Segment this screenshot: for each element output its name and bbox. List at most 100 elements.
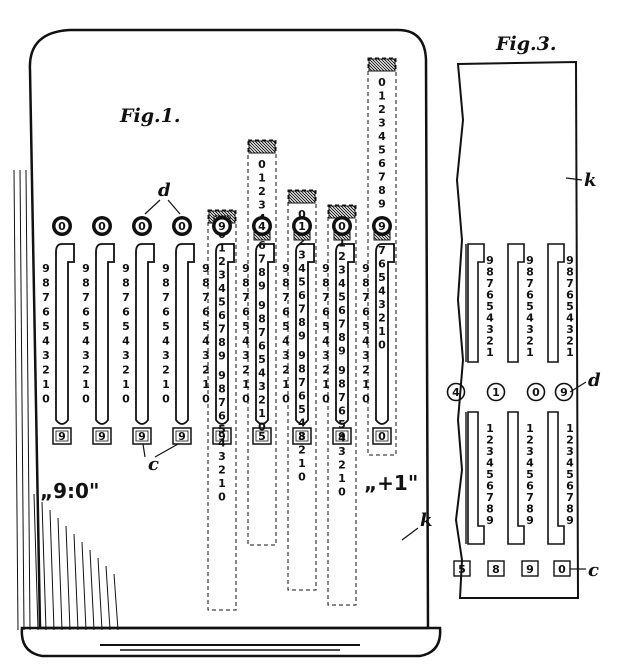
scale-digit: 6 <box>162 306 170 319</box>
setting-knob: 0 <box>52 216 72 236</box>
setting-knob: 4 <box>252 216 272 236</box>
knob-digit: 0 <box>338 220 346 233</box>
fig3-setting-knob: 4 <box>446 382 466 402</box>
fig3-scale-digit: 2 <box>526 434 534 447</box>
fig3-scale-digit: 8 <box>566 266 574 279</box>
strip-digit: 4 <box>338 277 346 290</box>
fig3-scale-digit: 5 <box>566 468 574 481</box>
strip-digit: 1 <box>338 237 346 250</box>
scale-digit: 3 <box>122 349 130 362</box>
result-window: 9 <box>92 427 112 445</box>
result-window: 9 <box>132 427 152 445</box>
strip-digit: 6 <box>258 239 266 252</box>
scale-digit: 1 <box>82 378 90 391</box>
scale-digit: 9 <box>282 262 290 275</box>
scale-digit: 9 <box>362 262 370 275</box>
strip-digit: 6 <box>338 304 346 317</box>
scale-digit: 5 <box>202 320 210 333</box>
fig3-scale-digit: 8 <box>526 503 534 516</box>
strip-digit: 1 <box>378 90 386 103</box>
scale-digit: 3 <box>82 349 90 362</box>
scale-digit: 1 <box>162 378 170 391</box>
scale-digit: 7 <box>162 291 170 304</box>
strip-digit: 2 <box>258 394 266 407</box>
setting-knob: 9 <box>212 216 232 236</box>
scale-digit: 6 <box>42 306 50 319</box>
fig3-window-digit: 9 <box>526 563 534 576</box>
strip-digit: 0 <box>298 208 306 221</box>
strip-digit: 4 <box>298 417 306 430</box>
knob-digit: 9 <box>218 220 226 233</box>
strip-digit: 3 <box>298 249 306 262</box>
setting-knob: 0 <box>172 216 192 236</box>
scale-digit: 2 <box>82 364 90 377</box>
strip-digit: 6 <box>378 258 386 271</box>
knob-digit: 4 <box>258 220 266 233</box>
scale-digit: 6 <box>362 306 370 319</box>
fig3-scale-digit: 4 <box>486 457 494 470</box>
strip-digit: 9 <box>258 280 266 293</box>
scale-digit: 9 <box>162 262 170 275</box>
strip-digit: 9 <box>338 345 346 358</box>
fig3-scale-digit: 5 <box>566 300 574 313</box>
strip-digit: 8 <box>258 313 266 326</box>
scale-digit: 0 <box>122 393 130 406</box>
scale-digit: 5 <box>162 320 170 333</box>
scale-digit: 4 <box>322 335 330 348</box>
fig3-label-d: d <box>588 370 601 391</box>
strip-digit: 1 <box>218 242 226 255</box>
fig3-scale-digit: 1 <box>526 422 534 435</box>
setting-knob: 9 <box>372 216 392 236</box>
fig3-setting-knob: 9 <box>554 382 574 402</box>
strip-digit: 0 <box>258 158 266 171</box>
figure-1: Fig.1. 012345678998765432100123456789987… <box>13 28 442 658</box>
scale-digit: 2 <box>122 364 130 377</box>
strip-digit: 6 <box>218 309 226 322</box>
fig3-result-window: 8 <box>487 560 505 577</box>
strip-digit: 2 <box>258 185 266 198</box>
window-digit: 0 <box>378 430 386 443</box>
strip-digit: 4 <box>338 432 346 445</box>
scale-digit: 6 <box>242 306 250 319</box>
scale-digit: 7 <box>82 291 90 304</box>
strip-digit: 4 <box>298 262 306 275</box>
scale-digit: 2 <box>362 364 370 377</box>
strip-digit: 3 <box>378 298 386 311</box>
fig1-base <box>20 626 442 658</box>
window-digit: 9 <box>58 430 66 443</box>
strip-digit: 7 <box>338 391 346 404</box>
strip-digit: 2 <box>218 255 226 268</box>
fig3-scale-digit: 6 <box>486 289 494 302</box>
strip-digit: 9 <box>218 350 226 363</box>
fig3-scale-digit: 3 <box>566 445 574 458</box>
scale-digit: 3 <box>42 349 50 362</box>
scale-digit: 2 <box>162 364 170 377</box>
strip-digit: 8 <box>338 331 346 344</box>
scale-digit: 1 <box>42 378 50 391</box>
strip-digit: 6 <box>298 390 306 403</box>
knob-digit: 0 <box>98 220 106 233</box>
fig1-annotation-left: „9:0" <box>40 479 99 503</box>
fig3-scale-digit: 4 <box>566 312 574 325</box>
fig3-scale-digit: 7 <box>526 277 534 290</box>
scale-digit: 7 <box>242 291 250 304</box>
scale-digit: 0 <box>162 393 170 406</box>
scale-digit: 3 <box>282 349 290 362</box>
strip-digit: 4 <box>378 285 386 298</box>
fig3-scale-digit: 5 <box>526 468 534 481</box>
fig3-scale-digit: 7 <box>526 491 534 504</box>
scale-digit: 3 <box>242 349 250 362</box>
strip-digit: 9 <box>298 349 306 362</box>
strip-digit: 3 <box>378 117 386 130</box>
knob-digit: 9 <box>378 220 386 233</box>
scale-digit: 5 <box>122 320 130 333</box>
scale-digit: 9 <box>242 262 250 275</box>
scale-digit: 8 <box>162 277 170 290</box>
setting-knob: 0 <box>332 216 352 236</box>
fig3-scale-digit: 4 <box>526 457 534 470</box>
strip-digit: 8 <box>298 316 306 329</box>
strip-digit: 0 <box>338 486 346 499</box>
